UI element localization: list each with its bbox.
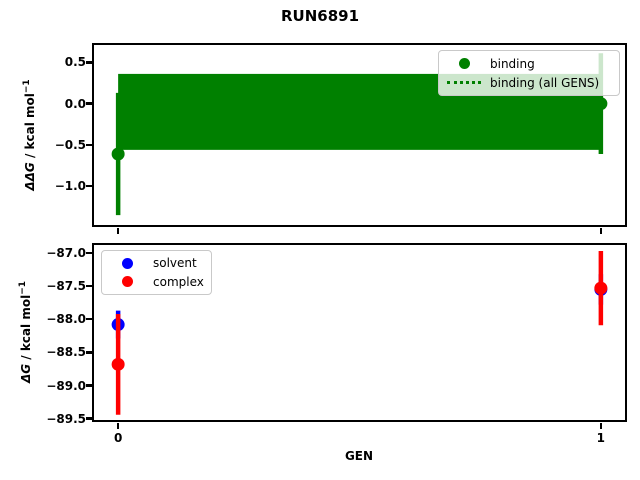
bottom-y-axis-label-superscript: −1 (18, 280, 28, 295)
x-tick-label: 1 (596, 431, 606, 445)
legend-marker-cell (447, 58, 481, 69)
legend-marker-cell (447, 81, 481, 84)
x-tick-mark (116, 422, 120, 429)
top-y-axis-label-units: / kcal mol (23, 93, 37, 163)
bottom-y-axis-label-math: ΔG (19, 363, 33, 384)
legend-entry-label: solvent (153, 256, 197, 271)
legend-entry: complex (110, 273, 204, 292)
legend-dot-icon (121, 257, 133, 269)
complex-data-point (594, 281, 608, 295)
y-tick-label: −1.0 (54, 179, 86, 194)
top-y-axis-label-superscript: −1 (22, 79, 32, 94)
legend-entry: solvent (110, 254, 203, 273)
x-tick-mark (116, 227, 120, 234)
legend-marker-cell (110, 257, 144, 269)
y-tick-label: −89.5 (46, 411, 86, 426)
y-tick-label: −0.5 (54, 137, 86, 152)
bottom-plot-area (111, 250, 608, 415)
binding-data-point (111, 147, 125, 161)
bottom-legend: solvent complex (101, 250, 212, 295)
figure-title: RUN6891 (280, 7, 360, 25)
y-tick-label: 0.0 (64, 96, 86, 111)
y-tick-label: −88.0 (46, 312, 86, 327)
legend-dot-icon (121, 276, 133, 288)
x-tick-mark (599, 422, 603, 429)
complex-data-point (111, 357, 125, 371)
x-axis-label: GEN (344, 449, 374, 463)
legend-entry: binding (all GENS) (447, 73, 611, 92)
legend-entry-label: binding (490, 56, 535, 71)
binding-data-point (594, 97, 608, 111)
legend-dotted-line-icon (447, 81, 481, 84)
y-tick-label: −88.5 (46, 345, 86, 360)
top-y-axis-label-math: ΔΔG (23, 162, 37, 191)
bottom-y-axis-label-units: / kcal mol (19, 294, 33, 364)
legend-entry-label: complex (153, 274, 204, 289)
top-axes-frame (91, 42, 627, 227)
legend-dot-icon (458, 58, 470, 69)
bottom-y-axis-label: ΔG / kcal mol−1 (18, 281, 33, 383)
y-tick-label: −89.0 (46, 378, 86, 393)
bottom-axes-frame (91, 242, 627, 422)
top-y-axis-label: ΔΔG / kcal mol−1 (22, 79, 37, 190)
legend-entry-label: binding (all GENS) (490, 75, 600, 90)
y-tick-label: −87.0 (46, 245, 86, 260)
x-tick-mark (599, 227, 603, 234)
legend-marker-cell (110, 276, 144, 288)
legend-entry: binding (447, 54, 611, 73)
y-tick-label: 0.5 (64, 55, 86, 70)
x-tick-label: 0 (113, 431, 123, 445)
y-tick-label: −87.5 (46, 279, 86, 294)
top-legend: binding binding (all GENS) (438, 50, 620, 96)
